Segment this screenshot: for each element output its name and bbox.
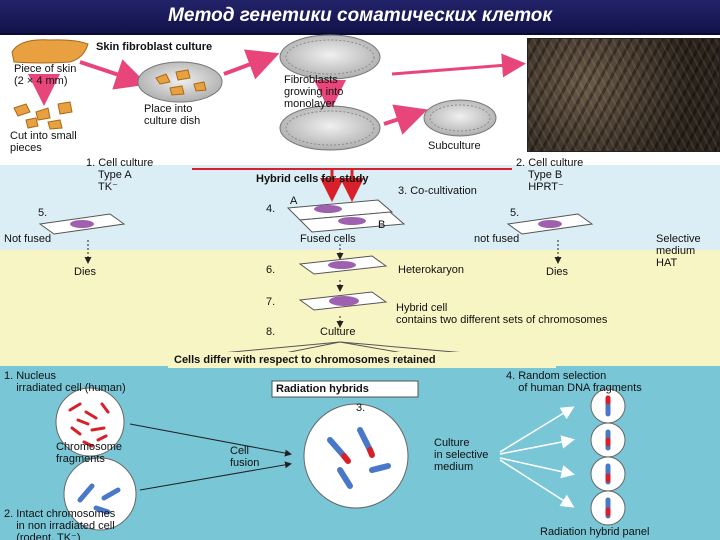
label-rad-step1: 1. Nucleus irradiated cell (human) <box>4 370 126 394</box>
label-step1-culture: 1. Cell culture Type A TK⁻ <box>86 157 153 193</box>
label-fibroblasts: Fibroblasts growing into monolayer <box>284 74 343 110</box>
label-piece-of-skin: Piece of skin (2 × 4 mm) <box>14 63 76 87</box>
label-not-fused-right: not fused <box>474 233 519 245</box>
cut-pieces <box>14 102 72 129</box>
culture-dish <box>138 62 222 102</box>
label-dies-left: Dies <box>74 266 96 278</box>
label-rh-panel: Radiation hybrid panel <box>540 526 649 538</box>
label-hybrid-cell: Hybrid cell contains two different sets … <box>396 302 607 326</box>
label-culture: Culture <box>320 326 355 338</box>
arrow-skin-to-dish <box>80 62 140 82</box>
label-rh-title: Radiation hybrids <box>276 383 369 395</box>
label-step5-left: 5. <box>38 207 47 219</box>
label-not-fused-left: Not fused <box>4 233 51 245</box>
label-subculture: Subculture <box>428 140 481 152</box>
label-cell-fusion: Cell fusion <box>230 445 259 469</box>
label-place-into: Place into culture dish <box>144 103 200 127</box>
label-cut-into: Cut into small pieces <box>10 130 77 154</box>
hybrid-cell <box>304 404 408 508</box>
label-step3: 3. Co-cultivation <box>398 185 477 197</box>
arrow-to-subculture <box>384 112 420 124</box>
label-rad-step3: 3. <box>356 402 365 414</box>
label-selective-medium: Selective medium HAT <box>656 233 701 269</box>
label-rad-step2: 2. Intact chromosomes in non irradiated … <box>4 508 115 540</box>
label-heterokaryon: Heterokaryon <box>398 264 464 276</box>
monolayer-dish-2 <box>280 106 380 150</box>
label-step4: 4. <box>266 203 275 215</box>
label-step2-culture: 2. Cell culture Type B HPRT⁻ <box>516 157 583 193</box>
label-hybrid-for-study: Hybrid cells for study <box>256 173 368 185</box>
label-skin-culture: Skin fibroblast culture <box>96 41 212 53</box>
co-culture-plates <box>288 200 404 232</box>
label-b: B <box>378 219 385 231</box>
label-rad-step4: 4. Random selection of human DNA fragmen… <box>506 370 642 394</box>
label-chromosome-fragments: Chromosome fragments <box>56 441 122 465</box>
skin-piece <box>12 40 88 63</box>
label-step6: 6. <box>266 264 275 276</box>
monolayer-dish <box>280 35 380 79</box>
label-cells-differ: Cells differ with respect to chromosomes… <box>174 354 436 366</box>
label-step5-right: 5. <box>510 207 519 219</box>
arrow-dish-to-monolayer <box>224 56 272 74</box>
label-step7: 7. <box>266 296 275 308</box>
label-step8: 8. <box>266 326 275 338</box>
label-fused-cells: Fused cells <box>300 233 356 245</box>
label-a: A <box>290 195 297 207</box>
label-culture-selective: Culture in selective medium <box>434 437 488 473</box>
label-dies-right: Dies <box>546 266 568 278</box>
